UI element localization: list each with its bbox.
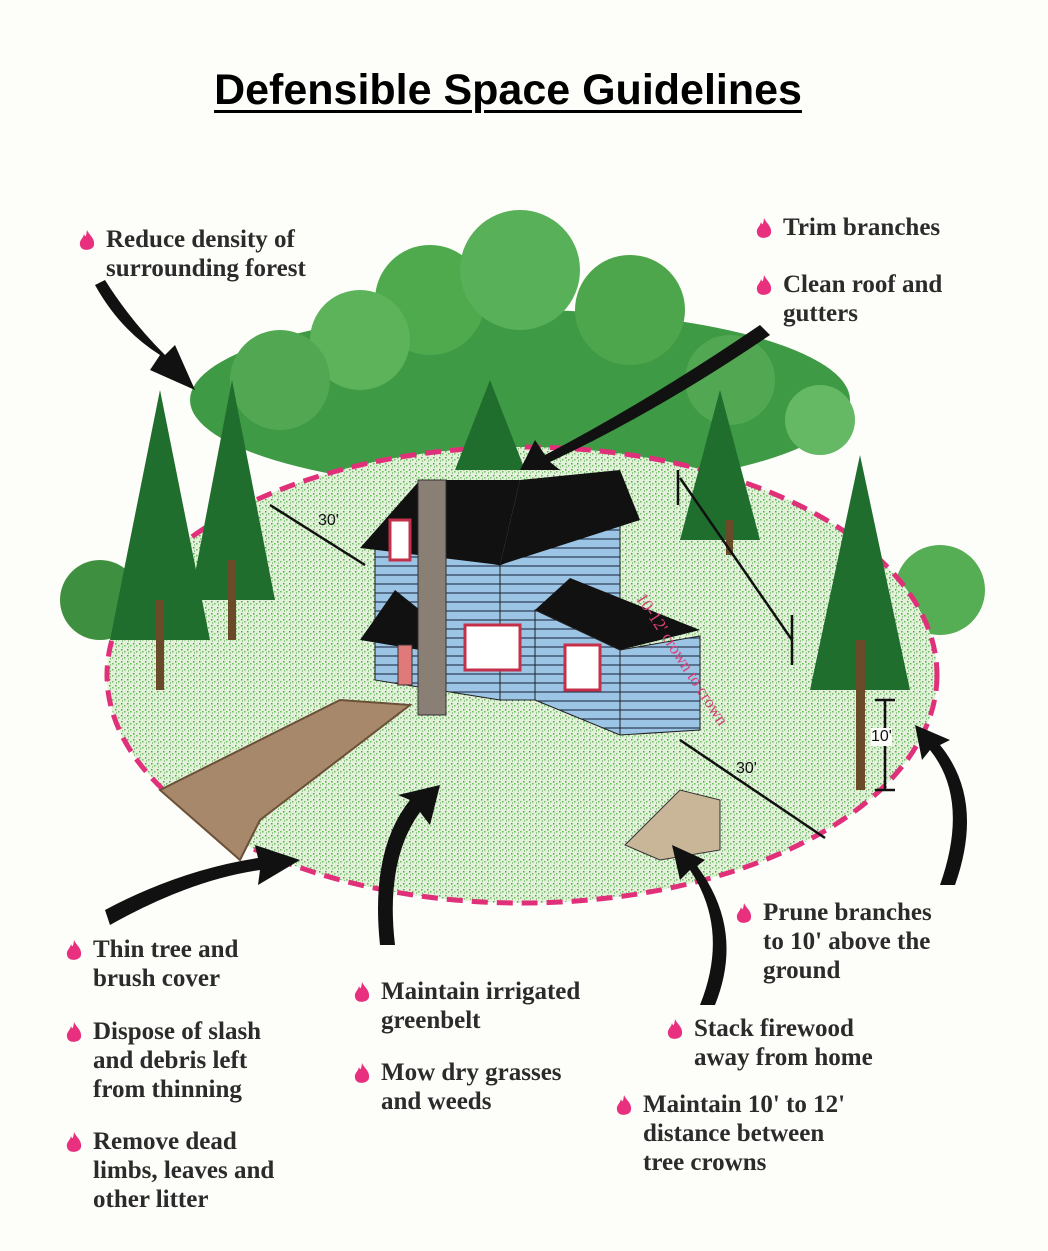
prune-height-label: 10' [871,728,892,746]
tip-text-line: distance between [643,1120,825,1147]
flame-icon [66,940,82,960]
pointer-arrows [95,280,967,1005]
tip-text-line: and weeds [381,1088,492,1115]
tip-text-line: gutters [783,300,858,327]
tip-text-line: Stack firewood [694,1015,854,1042]
tip-text-line: Prune branches [763,899,932,926]
tip-text-line: Thin tree and [93,936,239,963]
tip-text-line: other litter [93,1186,209,1213]
tip-text-line: greenbelt [381,1007,481,1034]
flame-icon [66,1132,82,1152]
flame-icon [66,1022,82,1042]
tip-text-line: brush cover [93,965,221,992]
tip-text-line: limbs, leaves and [93,1157,275,1184]
guideline-tip: Trim branches [756,213,941,242]
tip-text-line: Reduce density of [106,226,295,253]
tip-text-line: ground [763,957,841,984]
flame-icon [667,1019,683,1039]
page-title: Defensible Space Guidelines [214,66,802,114]
tip-text-line: Mow dry grasses [381,1059,562,1086]
tip-text-line: Maintain irrigated [381,978,581,1005]
tip-text-line: Dispose of slash [93,1018,262,1045]
flame-icon [354,1063,370,1083]
flame-icon [79,230,95,250]
conifer-trees [110,380,910,790]
flame-icon [616,1095,632,1115]
flame-icon [756,218,772,238]
tip-text-line: Remove dead [93,1128,237,1155]
dimension-lines [269,470,895,840]
background-forest [60,210,985,640]
tip-text-line: Trim branches [783,214,941,241]
tip-text-line: tree crowns [643,1149,767,1176]
tip-text-line: Clean roof and [783,271,943,298]
tip-text-line: away from home [694,1044,873,1071]
flame-icon [736,903,752,923]
right-distance-label: 30' [736,760,757,777]
flame-icon [756,275,772,295]
tip-text-line: Maintain 10' to 12' [643,1091,846,1118]
tip-text-line: surrounding forest [106,255,306,282]
tip-text-line: to 10' above the [763,928,931,955]
left-distance-label: 30' [318,512,339,529]
house [360,470,701,736]
tip-text-line: and debris left [93,1047,248,1074]
flame-icon [354,982,370,1002]
tip-text-line: from thinning [93,1076,242,1103]
firewood-pile [624,789,721,861]
